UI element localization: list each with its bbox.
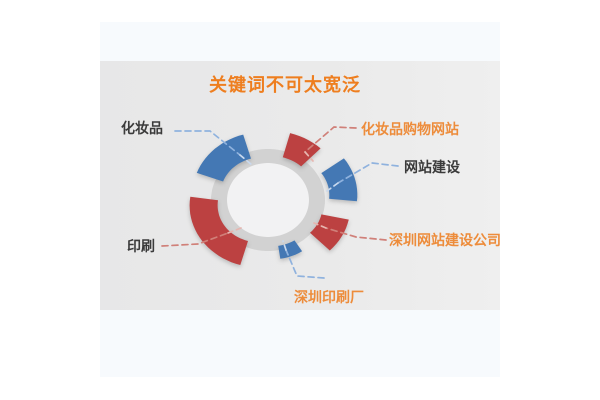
connector-line-tip [304,151,314,162]
keyword-wheel [161,126,399,279]
connector-line [304,126,357,153]
label-cosmetics: 化妆品 [121,120,163,136]
connector-line [337,162,399,184]
connector-line [174,130,241,156]
connector-line-tip [326,182,339,192]
connector-line [325,227,387,241]
wheel-segment [321,158,358,202]
wheel-hole [227,163,309,237]
wheel-segment [310,214,349,251]
label-shenzhen-website-company: 深圳网站建设公司 [389,232,501,248]
top-light-band [100,22,500,61]
connector-line [161,232,229,247]
connector-line [285,249,325,279]
label-website-construction: 网站建设 [404,159,460,175]
bottom-light-band [100,310,500,377]
label-printing: 印刷 [127,238,155,254]
connector-line-tip [282,240,287,251]
connector-line-tip [227,227,242,234]
connector-line-tip [239,154,253,166]
connector-line-tip [313,222,327,229]
wheel-segment [282,133,321,167]
label-shenzhen-printing-factory: 深圳印刷厂 [294,289,364,305]
slide-title: 关键词不可太宽泛 [209,75,361,95]
label-cosmetics-shopping-site: 化妆品购物网站 [361,121,459,137]
wheel-segment [189,196,248,265]
wheel-segment [196,134,251,182]
